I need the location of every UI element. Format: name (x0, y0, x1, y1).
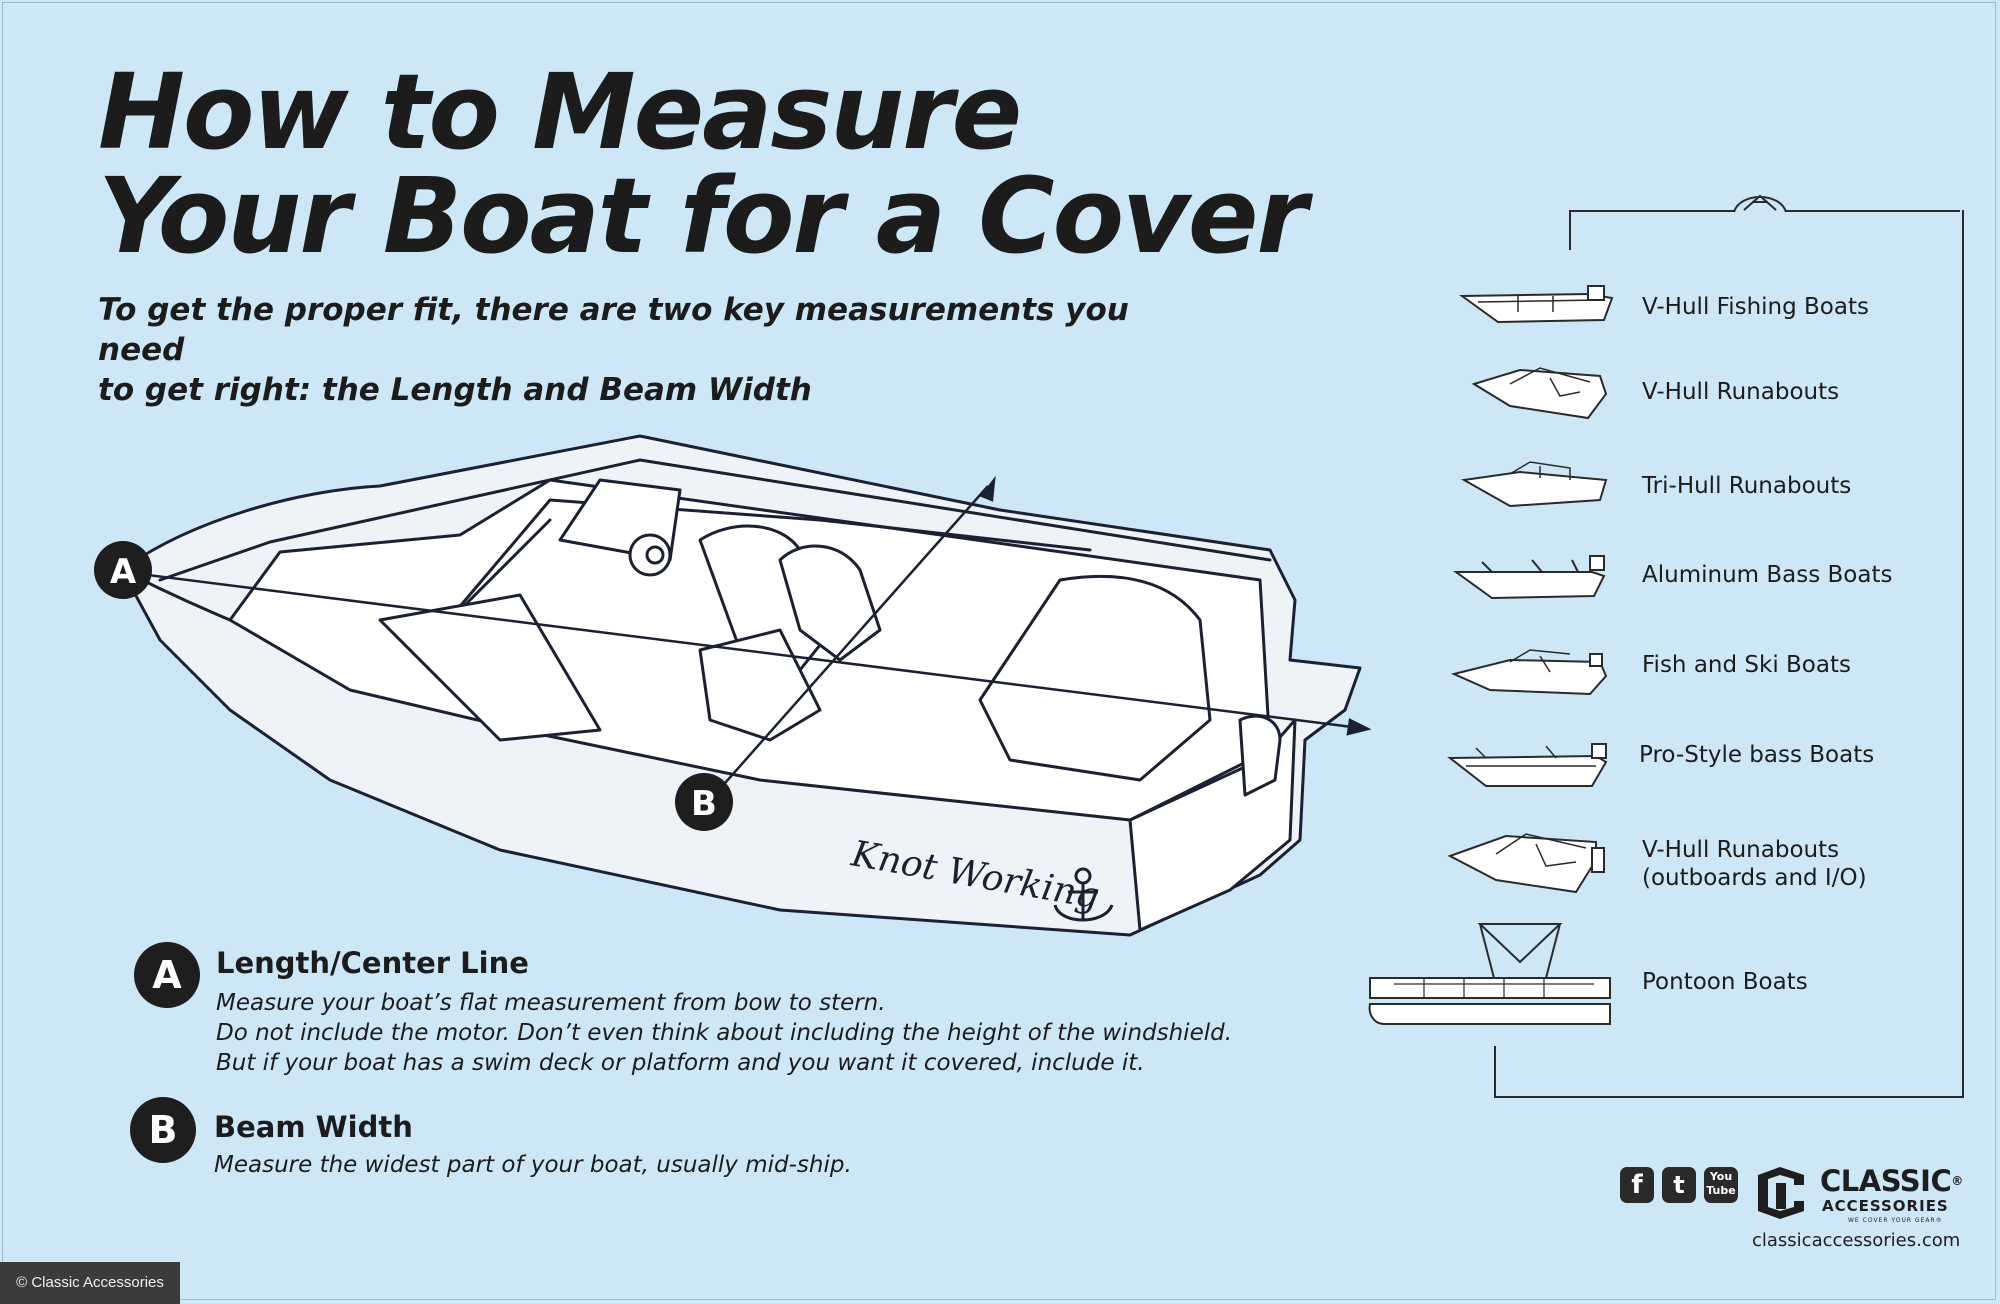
point-a-marker: A (94, 541, 152, 599)
title-line-1: How to Measure (98, 51, 1022, 173)
beam-heading: Beam Width (214, 1110, 413, 1144)
youtube-label-top: You (1709, 1170, 1733, 1183)
badge-b: B (130, 1097, 196, 1163)
length-text-line-2: Do not include the motor. Don’t even thi… (216, 1020, 1233, 1046)
length-arrowhead (1346, 718, 1372, 736)
svg-text:A: A (110, 552, 137, 592)
bimini-top-icon (1733, 194, 1787, 213)
length-text-line-3: But if your boat has a swim deck or plat… (216, 1050, 1145, 1076)
registered-mark: ® (1951, 1174, 1963, 1188)
svg-text:B: B (691, 784, 717, 824)
copyright-label: © Classic Accessories (0, 1262, 180, 1304)
brand-subname: ACCESSORIES (1822, 1197, 1949, 1215)
beam-width-line (709, 485, 989, 801)
type-label-pontoon: Pontoon Boats (1642, 969, 1808, 995)
fish-and-ski-boat-icon (1450, 649, 1608, 696)
subtitle-line-1: To get the proper fit, there are two key… (98, 292, 1129, 368)
length-heading: Length/Center Line (216, 946, 529, 980)
type-label-tri-hull: Tri-Hull Runabouts (1642, 473, 1852, 499)
point-b-marker: B (675, 773, 733, 831)
page-title: How to Measure Your Boat for a Cover (98, 51, 1308, 277)
subtitle-line-2: to get right: the Length and Beam Width (98, 372, 812, 408)
v-hull-runabout-icon (1471, 367, 1608, 420)
youtube-icon[interactable]: You Tube (1704, 1167, 1738, 1203)
tri-hull-runabout-icon (1460, 461, 1608, 508)
brand-tagline: WE COVER YOUR GEAR® (1848, 1217, 1943, 1224)
type-label-fish-and-ski: Fish and Ski Boats (1642, 652, 1851, 678)
title-line-2: Your Boat for a Cover (98, 155, 1308, 277)
beam-text-line-1: Measure the widest part of your boat, us… (214, 1152, 852, 1178)
v-hull-fishing-boat-icon (1458, 285, 1614, 324)
length-center-line (123, 570, 1361, 730)
type-label-aluminum-bass: Aluminum Bass Boats (1642, 562, 1893, 588)
beam-arrowhead (980, 475, 996, 502)
type-label-outboards-io: (outboards and I/O) (1642, 865, 1867, 891)
facebook-icon[interactable]: f (1620, 1167, 1654, 1203)
badge-a: A (134, 942, 200, 1008)
brand-name: CLASSIC® (1820, 1166, 1963, 1196)
classic-accessories-logo-icon (1758, 1167, 1804, 1219)
anchor-icon (1053, 867, 1114, 922)
youtube-label-bottom: Tube (1706, 1184, 1736, 1197)
website-link[interactable]: classicaccessories.com (1752, 1230, 1961, 1251)
boat-measurement-diagram: A B Knot Working (94, 434, 1372, 937)
v-hull-runabout-outboard-icon (1447, 833, 1605, 894)
page-subtitle: To get the proper fit, there are two key… (98, 290, 1198, 410)
type-label-v-hull-runabouts: V-Hull Runabouts (1642, 379, 1840, 405)
brand-name-text: CLASSIC (1820, 1164, 1952, 1198)
type-label-v-hull-runabouts-2: V-Hull Runabouts (1642, 837, 1840, 863)
aluminum-bass-boat-icon (1452, 555, 1606, 600)
pro-style-bass-boat-icon (1447, 743, 1608, 787)
pontoon-boat-icon (1368, 923, 1611, 1025)
type-label-v-hull-fishing: V-Hull Fishing Boats (1642, 294, 1869, 320)
twitter-icon[interactable]: t (1662, 1167, 1696, 1203)
type-label-pro-style-bass: Pro-Style bass Boats (1639, 742, 1875, 768)
length-text-line-1: Measure your boat’s flat measurement fro… (216, 990, 886, 1016)
